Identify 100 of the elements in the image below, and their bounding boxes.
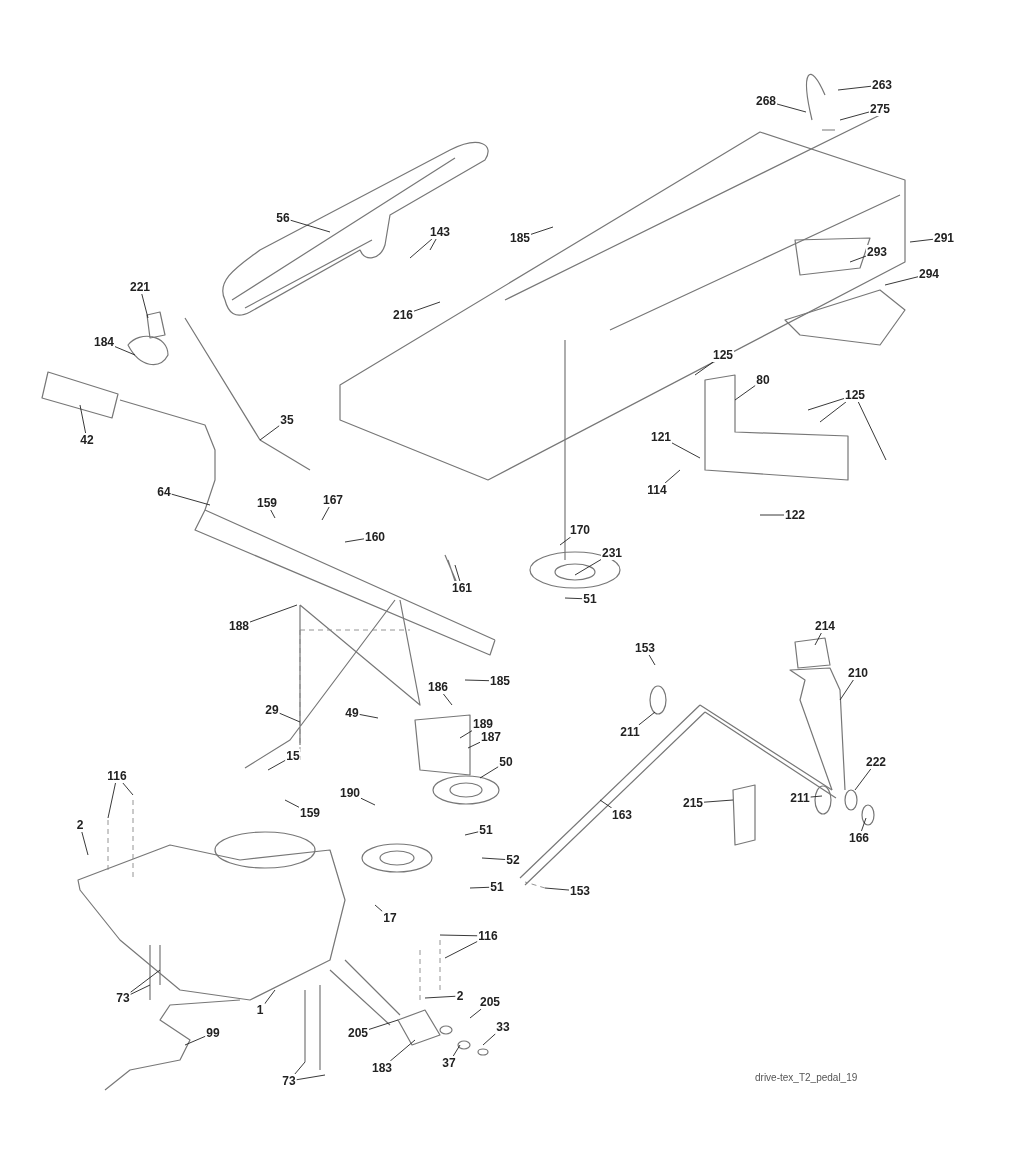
callout-number: 35 bbox=[279, 413, 295, 427]
callout-number: 293 bbox=[866, 245, 888, 259]
callout-number: 163 bbox=[611, 808, 633, 822]
callout-number: 80 bbox=[755, 373, 771, 387]
leader-line bbox=[839, 111, 870, 121]
callout-number: 125 bbox=[844, 388, 866, 402]
leader-line bbox=[264, 989, 276, 1005]
callout-number: 185 bbox=[489, 674, 511, 688]
callout-number: 211 bbox=[619, 725, 641, 739]
leader-line bbox=[861, 817, 867, 832]
callout-number: 275 bbox=[869, 102, 891, 116]
callout-number: 51 bbox=[489, 880, 505, 894]
callout-number: 50 bbox=[498, 755, 514, 769]
leader-line bbox=[857, 401, 887, 461]
leader-line bbox=[114, 346, 136, 356]
leader-line bbox=[321, 506, 330, 521]
callout-number: 99 bbox=[205, 1026, 221, 1040]
leader-line bbox=[734, 384, 756, 401]
leader-line bbox=[344, 538, 365, 543]
callout-number: 170 bbox=[569, 523, 591, 537]
callout-number: 205 bbox=[347, 1026, 369, 1040]
callout-number: 216 bbox=[392, 308, 414, 322]
leader-line bbox=[909, 238, 934, 243]
leader-line bbox=[184, 1035, 206, 1046]
leader-line bbox=[759, 514, 785, 516]
leader-line bbox=[648, 654, 656, 666]
callout-number: 185 bbox=[509, 231, 531, 245]
leader-line bbox=[479, 766, 499, 779]
leader-line bbox=[854, 768, 872, 791]
callout-number: 268 bbox=[755, 94, 777, 108]
callout-number: 189 bbox=[472, 717, 494, 731]
leader-line bbox=[452, 1044, 461, 1057]
leader-line bbox=[671, 442, 701, 459]
leader-line bbox=[544, 887, 570, 891]
callout-number: 294 bbox=[918, 267, 940, 281]
callout-number: 17 bbox=[382, 911, 398, 925]
callout-number: 153 bbox=[634, 641, 656, 655]
leader-line bbox=[482, 1033, 496, 1046]
leader-line bbox=[389, 1039, 416, 1062]
leader-line bbox=[279, 712, 301, 723]
leader-line bbox=[296, 1074, 326, 1081]
leader-line bbox=[443, 693, 453, 706]
leader-line bbox=[130, 969, 161, 993]
leader-line bbox=[664, 469, 681, 484]
callout-number: 64 bbox=[156, 485, 172, 499]
leader-line bbox=[459, 730, 473, 739]
callout-number: 29 bbox=[264, 703, 280, 717]
callout-number: 231 bbox=[601, 546, 623, 560]
drawing-reference-note: drive-tex_T2_pedal_19 bbox=[755, 1072, 858, 1083]
leader-line bbox=[130, 984, 151, 995]
callout-number: 159 bbox=[299, 806, 321, 820]
callout-number: 1 bbox=[255, 1003, 265, 1017]
leader-line bbox=[837, 85, 872, 91]
callout-number: 186 bbox=[427, 680, 449, 694]
leader-line bbox=[424, 995, 456, 999]
callout-number: 49 bbox=[344, 706, 360, 720]
callout-number: 183 bbox=[371, 1061, 393, 1075]
leader-line bbox=[270, 509, 276, 519]
leader-line bbox=[849, 255, 867, 263]
leader-line bbox=[807, 398, 845, 411]
leader-line bbox=[359, 714, 379, 719]
callout-number: 37 bbox=[441, 1056, 457, 1070]
callout-number: 222 bbox=[865, 755, 887, 769]
leader-line bbox=[284, 799, 300, 808]
callout-number: 143 bbox=[429, 225, 451, 239]
callout-number: 73 bbox=[281, 1074, 297, 1088]
leader-line bbox=[454, 564, 461, 582]
callout-number: 167 bbox=[322, 493, 344, 507]
callout-number: 221 bbox=[129, 280, 151, 294]
leader-line bbox=[429, 238, 437, 251]
callout-number: 190 bbox=[339, 786, 361, 800]
leader-line bbox=[638, 711, 656, 726]
callout-number: 33 bbox=[495, 1020, 511, 1034]
leader-line bbox=[884, 276, 919, 286]
callout-number: 263 bbox=[871, 78, 893, 92]
leader-line bbox=[249, 604, 298, 623]
callout-number: 51 bbox=[478, 823, 494, 837]
leader-line bbox=[122, 782, 134, 796]
callout-number: 121 bbox=[650, 430, 672, 444]
callout-number: 214 bbox=[814, 619, 836, 633]
leader-line bbox=[444, 940, 478, 959]
callout-number: 205 bbox=[479, 995, 501, 1009]
callout-number: 291 bbox=[933, 231, 955, 245]
callout-number: 184 bbox=[93, 335, 115, 349]
callout-number: 166 bbox=[848, 831, 870, 845]
leader-line bbox=[259, 425, 280, 441]
leader-line bbox=[469, 886, 490, 889]
callout-number: 160 bbox=[364, 530, 386, 544]
callout-number: 2 bbox=[455, 989, 465, 1003]
leader-line bbox=[559, 536, 572, 546]
callout-number: 2 bbox=[75, 818, 85, 832]
callout-number: 153 bbox=[569, 884, 591, 898]
callout-number: 159 bbox=[256, 496, 278, 510]
leader-line bbox=[409, 238, 433, 259]
leader-line bbox=[599, 799, 613, 809]
leader-line bbox=[810, 795, 823, 798]
leader-line bbox=[294, 1061, 306, 1075]
leader-line bbox=[413, 301, 441, 312]
leader-line bbox=[290, 219, 331, 233]
leader-line bbox=[776, 103, 807, 113]
